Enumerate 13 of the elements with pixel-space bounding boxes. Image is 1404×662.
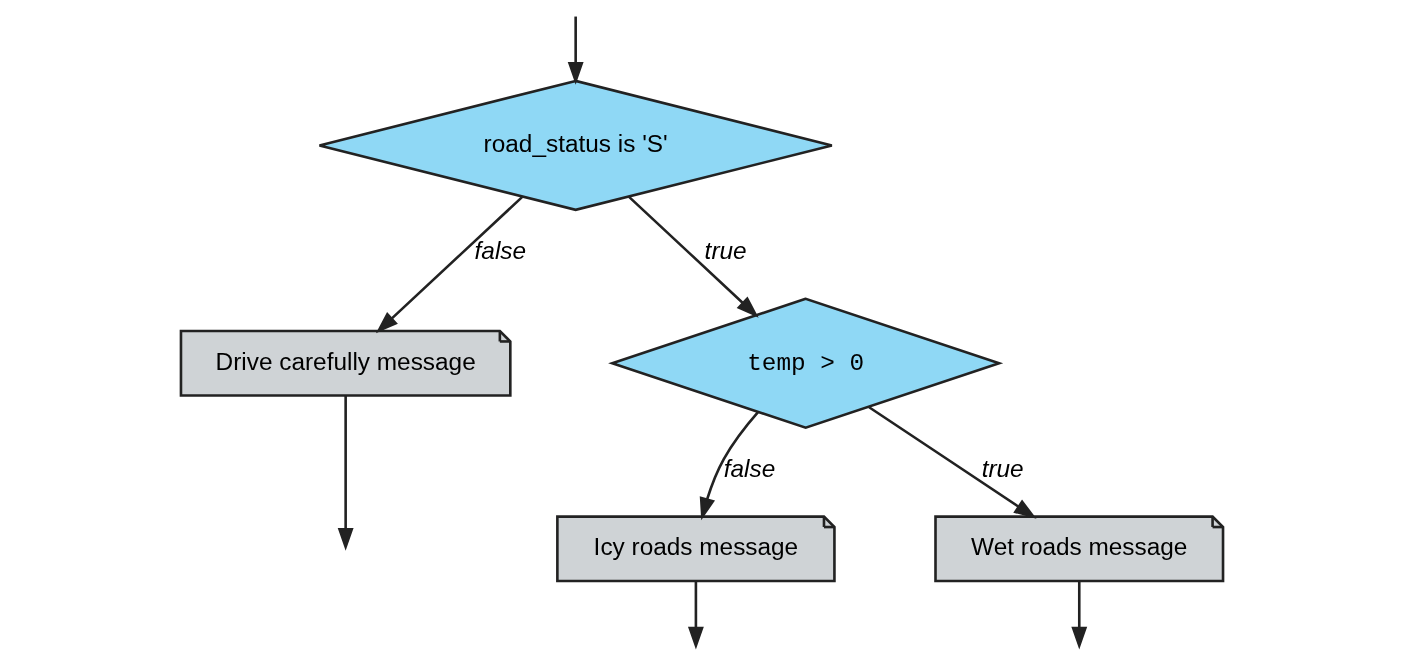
edge-label: true <box>981 454 1024 482</box>
arrow <box>868 406 1037 519</box>
arrow <box>628 195 759 318</box>
arrow <box>567 16 584 85</box>
edge-label: false <box>723 454 776 482</box>
arrow <box>699 411 760 521</box>
arrow <box>1071 581 1088 650</box>
edge-label: false <box>474 237 527 265</box>
edge-label: true <box>704 237 747 265</box>
arrow <box>337 395 354 551</box>
node-diamond: road_status is 'S' <box>318 79 834 212</box>
arrow <box>687 581 704 650</box>
arrow <box>375 195 524 334</box>
